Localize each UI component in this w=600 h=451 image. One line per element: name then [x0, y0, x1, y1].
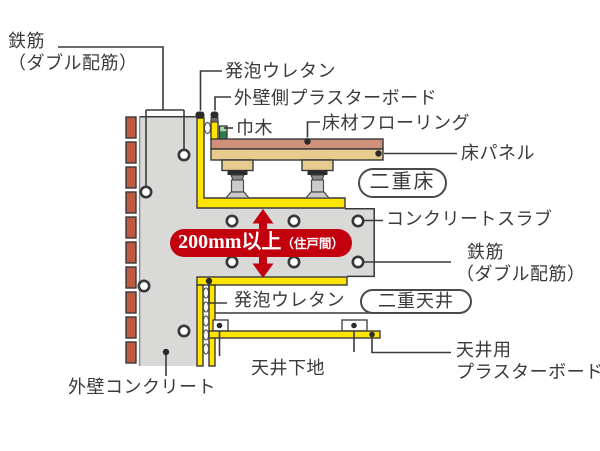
label-rebar-right-line2: （ダブル配筋）	[456, 264, 586, 284]
label-ceiling-plasterboard: 天井用 プラスターボード	[456, 339, 600, 383]
dimension-badge-sub: （住戸間）	[281, 237, 344, 251]
wall-plasterboard-strip	[210, 120, 219, 141]
rebar-section-symbol	[177, 324, 191, 338]
lower-wall-urethane-strip	[196, 284, 204, 367]
ceiling-plasterboard-layer	[208, 330, 381, 339]
label-ceiling-plasterboard-line2: プラスターボード	[456, 362, 600, 382]
rebar-symbols	[137, 148, 365, 338]
skirting-board-top	[220, 126, 227, 132]
label-urethane-bottom: 発泡ウレタン	[234, 290, 345, 310]
dimension-badge-main: 200mm以上	[178, 231, 282, 253]
label-rebar-top-line1: 鉄筋	[8, 31, 45, 51]
label-exterior-plasterboard: 外壁側プラスターボード	[234, 88, 438, 108]
rebar-section-symbol	[351, 214, 365, 228]
adhesive-dabs	[202, 287, 210, 355]
label-skirting: 巾木	[236, 118, 273, 138]
rebar-section-symbol	[351, 255, 365, 269]
label-exterior-wall: 外壁コンクリート	[68, 377, 216, 397]
rebar-section-symbol	[177, 148, 191, 162]
double-floor-badge: 二重床	[358, 168, 447, 198]
rebar-section-symbol	[287, 214, 301, 228]
flooring-layer	[210, 138, 384, 150]
lower-urethane-pointer-dot	[205, 277, 213, 285]
ceiling-base-pointer-dot	[216, 322, 223, 329]
floor-panel-pointer-dot	[375, 150, 382, 157]
label-flooring: 床材フローリング	[322, 113, 470, 133]
label-ceiling-base: 天井下地	[251, 358, 325, 378]
ceiling-base-pointer-dot	[351, 322, 357, 329]
plasterboard-pointer-dot	[210, 111, 219, 118]
floor-panel-block	[221, 159, 254, 172]
label-floor-panel: 床パネル	[461, 143, 535, 163]
floor-support-post	[224, 170, 251, 199]
ceiling-plasterboard-pointer-dot	[369, 331, 375, 338]
rebar-section-symbol	[139, 185, 153, 199]
label-rebar-top: 鉄筋 （ダブル配筋）	[8, 30, 138, 74]
label-urethane-top: 発泡ウレタン	[225, 61, 336, 81]
flooring-pointer-dot	[304, 138, 311, 145]
label-ceiling-plasterboard-line1: 天井用	[456, 340, 512, 360]
rebar-section-symbol	[137, 279, 151, 293]
plasterboard-cap	[210, 117, 219, 123]
label-concrete-slab: コンクリートスラブ	[386, 209, 553, 229]
label-rebar-top-line2: （ダブル配筋）	[8, 53, 138, 73]
rebar-section-symbol	[225, 214, 239, 228]
slab-outline	[345, 208, 375, 278]
label-rebar-right-line1: 鉄筋	[467, 242, 504, 262]
double-ceiling-badge: 二重天井	[360, 289, 472, 314]
floor-panel-layer	[210, 148, 384, 161]
brick-tiles	[125, 116, 137, 364]
rebar-section-symbol	[287, 255, 301, 269]
exterior-wall-pointer-dot	[162, 348, 170, 356]
floor-support-post	[304, 170, 331, 199]
label-rebar-right: 鉄筋 （ダブル配筋）	[456, 241, 586, 285]
dimension-badge: 200mm以上（住戸間）	[170, 229, 352, 257]
upper-urethane-layer	[196, 117, 346, 209]
rebar-section-symbol	[225, 255, 239, 269]
urethane-pointer-dot	[195, 111, 205, 119]
adhesive-dab	[203, 121, 212, 135]
leader-lines	[58, 46, 457, 376]
floor-panel-block	[301, 159, 334, 172]
lower-urethane-layer	[196, 276, 348, 286]
